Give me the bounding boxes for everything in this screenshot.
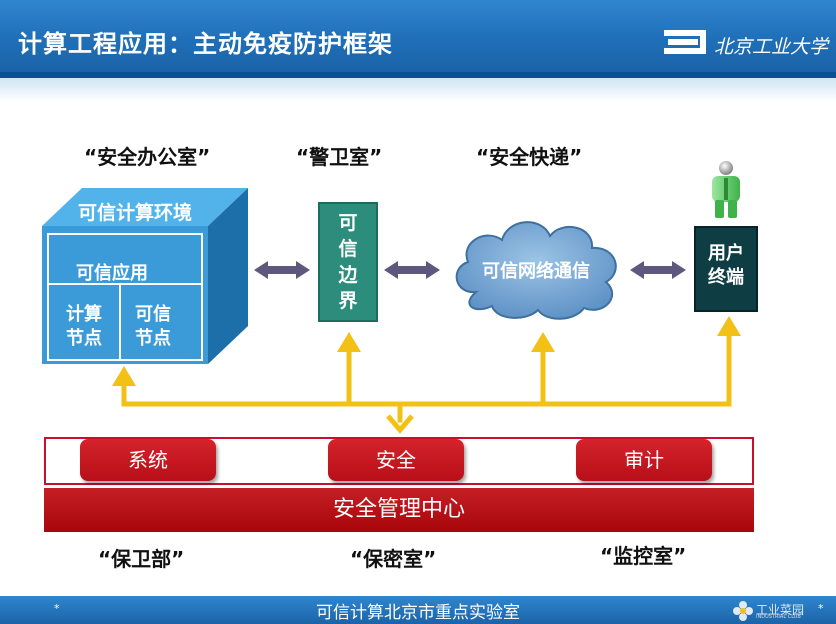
page-title: 计算工程应用：主动免疫防护框架 bbox=[18, 30, 393, 58]
double-arrow-cloud-terminal bbox=[630, 261, 686, 279]
trusted-border-char: 信 bbox=[338, 238, 358, 260]
double-arrow-border-cloud bbox=[384, 261, 440, 279]
security-management-center: 安全管理中心 bbox=[44, 488, 754, 532]
footer-lab-name: 可信计算北京市重点实验室 bbox=[316, 603, 520, 623]
trusted-border-char: 边 bbox=[338, 264, 358, 286]
cloud-network-icon bbox=[455, 221, 617, 320]
yellow-bus-arrows bbox=[121, 389, 732, 423]
user-terminal-label: 用户 终端 bbox=[696, 242, 756, 290]
user-terminal-line: 用户 bbox=[708, 243, 744, 264]
caption-office: “安全办公室” bbox=[84, 145, 211, 169]
cloud-network-label: 可信网络通信 bbox=[482, 261, 590, 282]
user-person-icon bbox=[712, 161, 740, 218]
cube-top-label: 可信计算环境 bbox=[78, 202, 193, 224]
trusted-border-label: 可 信 边 界 bbox=[320, 210, 376, 314]
footer-star-right: * bbox=[818, 602, 824, 615]
compute-node-line1: 计算 bbox=[66, 304, 102, 325]
trusted-border-char: 界 bbox=[338, 290, 358, 312]
caption-secrecy-room: “保密室” bbox=[350, 547, 437, 571]
trust-node-line2: 节点 bbox=[135, 328, 171, 349]
watermark-text: 工业菜园 bbox=[756, 603, 805, 617]
trust-node-line1: 可信 bbox=[135, 304, 171, 325]
trusted-computing-cube bbox=[42, 188, 248, 364]
footer-bar: * 可信计算北京市重点实验室 * bbox=[0, 596, 836, 624]
yellow-arrowheads bbox=[112, 316, 741, 434]
audit-pill: 审计 bbox=[576, 439, 712, 481]
double-arrow-cube-border bbox=[254, 261, 310, 279]
watermark-logo: 工业菜园 INDUSTRIAL CLUB bbox=[732, 600, 804, 622]
flower-icon bbox=[733, 601, 753, 621]
system-pill: 系统 bbox=[80, 439, 216, 481]
title-bar-shadow bbox=[0, 78, 836, 102]
university-logo: 北京工业大学 bbox=[662, 24, 828, 60]
caption-express: “安全快递” bbox=[476, 145, 583, 169]
watermark-subtext: INDUSTRIAL CLUB bbox=[756, 614, 801, 620]
user-terminal-line: 终端 bbox=[708, 267, 744, 288]
caption-monitor-room: “监控室” bbox=[600, 544, 687, 568]
caption-guard: “警卫室” bbox=[296, 145, 383, 169]
compute-node-line2: 节点 bbox=[66, 328, 102, 349]
user-terminal-box: 用户 终端 bbox=[694, 226, 758, 312]
caption-security-dept: “保卫部” bbox=[98, 547, 185, 571]
cube-app-label: 可信应用 bbox=[76, 263, 148, 284]
trusted-border-char: 可 bbox=[338, 212, 358, 234]
security-pill: 安全 bbox=[328, 439, 464, 481]
university-name: 北京工业大学 bbox=[714, 36, 829, 58]
footer-star-left: * bbox=[54, 602, 60, 615]
title-bar-stripe bbox=[0, 72, 836, 78]
university-emblem-icon bbox=[664, 30, 706, 54]
trusted-border-box: 可 信 边 界 bbox=[318, 202, 378, 322]
